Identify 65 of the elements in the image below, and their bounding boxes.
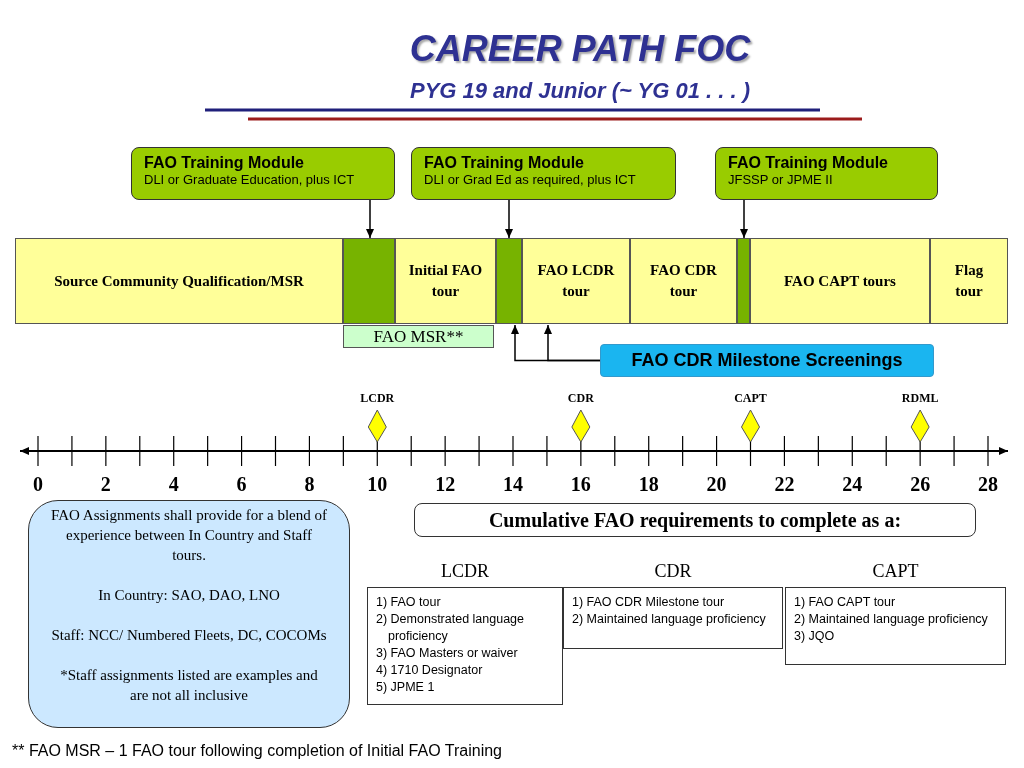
tick-label: 16 xyxy=(569,473,592,496)
module-title: FAO Training Module xyxy=(424,154,585,172)
training-segment xyxy=(737,238,750,324)
screening-box: FAO CDR Milestone Screenings xyxy=(600,344,934,377)
tick-label: 10 xyxy=(366,473,389,496)
tick-label: 2 xyxy=(99,473,112,496)
module-text: JFSSP or JPME II xyxy=(728,172,834,187)
module-box xyxy=(411,147,676,200)
list-item: 2) Maintained language proficiency xyxy=(572,611,767,628)
arrow xyxy=(366,199,374,239)
note-text: In Country: SAO, DAO, LNO xyxy=(97,586,281,605)
tour-segment: Flag tour xyxy=(930,238,1008,324)
training-segment xyxy=(343,238,395,324)
list-item: 1) FAO CAPT tour xyxy=(794,594,897,611)
list-item: 2) Demonstrated language proficiency xyxy=(376,611,525,645)
list-item: 2) Maintained language proficiency xyxy=(794,611,989,628)
list-item: 1) FAO tour xyxy=(376,594,442,611)
module-box xyxy=(131,147,395,200)
list-item: 3) JQO xyxy=(794,628,836,645)
module-text: DLI or Graduate Education, plus ICT xyxy=(144,172,356,187)
tour-segment: Initial FAO tour xyxy=(395,238,496,324)
arrow xyxy=(505,199,513,239)
note-text: Staff: NCC/ Numbered Fleets, DC, COCOMs xyxy=(51,626,327,645)
note-panel xyxy=(28,500,350,728)
module-box xyxy=(715,147,938,200)
training-segment xyxy=(496,238,522,324)
list-item: 1) FAO CDR Milestone tour xyxy=(572,594,726,611)
arrow xyxy=(740,199,748,239)
tick-label: 26 xyxy=(909,473,932,496)
milestone-label: CAPT xyxy=(733,391,768,406)
title-text: CAREER PATH FOC xyxy=(408,28,752,70)
tour-segment: FAO CDR tour xyxy=(630,238,737,324)
note-text: *Staff assignments listed are examples and are not all inclusive xyxy=(59,666,319,705)
tour-segment: Source Community Qualification/MSR xyxy=(15,238,343,324)
module-text: DLI or Grad Ed as required, plus ICT xyxy=(424,172,637,187)
tick-label: 28 xyxy=(977,473,999,496)
list-item: 4) 1710 Designator xyxy=(376,662,484,679)
list-item: 5) JPME 1 xyxy=(376,679,436,696)
list-item: 3) FAO Masters or waiver xyxy=(376,645,519,662)
tick-label: 4 xyxy=(167,473,180,496)
tick-label: 22 xyxy=(773,473,796,496)
tick-label: 12 xyxy=(434,473,457,496)
milestone-label: RDML xyxy=(900,391,940,406)
msr-box: FAO MSR** xyxy=(343,325,494,348)
column-heading: CAPT xyxy=(871,560,920,583)
subtitle-text: PYG 19 and Junior (~ YG 01 . . . ) xyxy=(408,78,752,104)
column-heading: LCDR xyxy=(440,560,490,583)
module-title: FAO Training Module xyxy=(728,154,889,172)
column-heading: CDR xyxy=(653,560,693,583)
tick-label: 24 xyxy=(841,473,864,496)
tick-label: 18 xyxy=(637,473,660,496)
milestone-label: CDR xyxy=(566,391,595,406)
heading-box: Cumulative FAO requirements to complete as a: xyxy=(414,503,976,537)
milestone-label: LCDR xyxy=(359,391,396,406)
tick-label: 6 xyxy=(235,473,248,496)
tick-label: 20 xyxy=(705,473,728,496)
footnote-text: ** FAO MSR – 1 FAO tour following completion of Initial FAO Training xyxy=(12,742,502,760)
tick-label: 14 xyxy=(502,473,524,496)
tour-segment: FAO LCDR tour xyxy=(522,238,630,324)
module-title: FAO Training Module xyxy=(144,154,305,172)
tick-label: 8 xyxy=(303,473,316,496)
tour-segment: FAO CAPT tours xyxy=(750,238,930,324)
arrow xyxy=(544,324,601,362)
note-text: FAO Assignments shall provide for a blend of experience between In Country and Staff tours. xyxy=(51,506,327,565)
tick-label: 0 xyxy=(32,473,44,496)
